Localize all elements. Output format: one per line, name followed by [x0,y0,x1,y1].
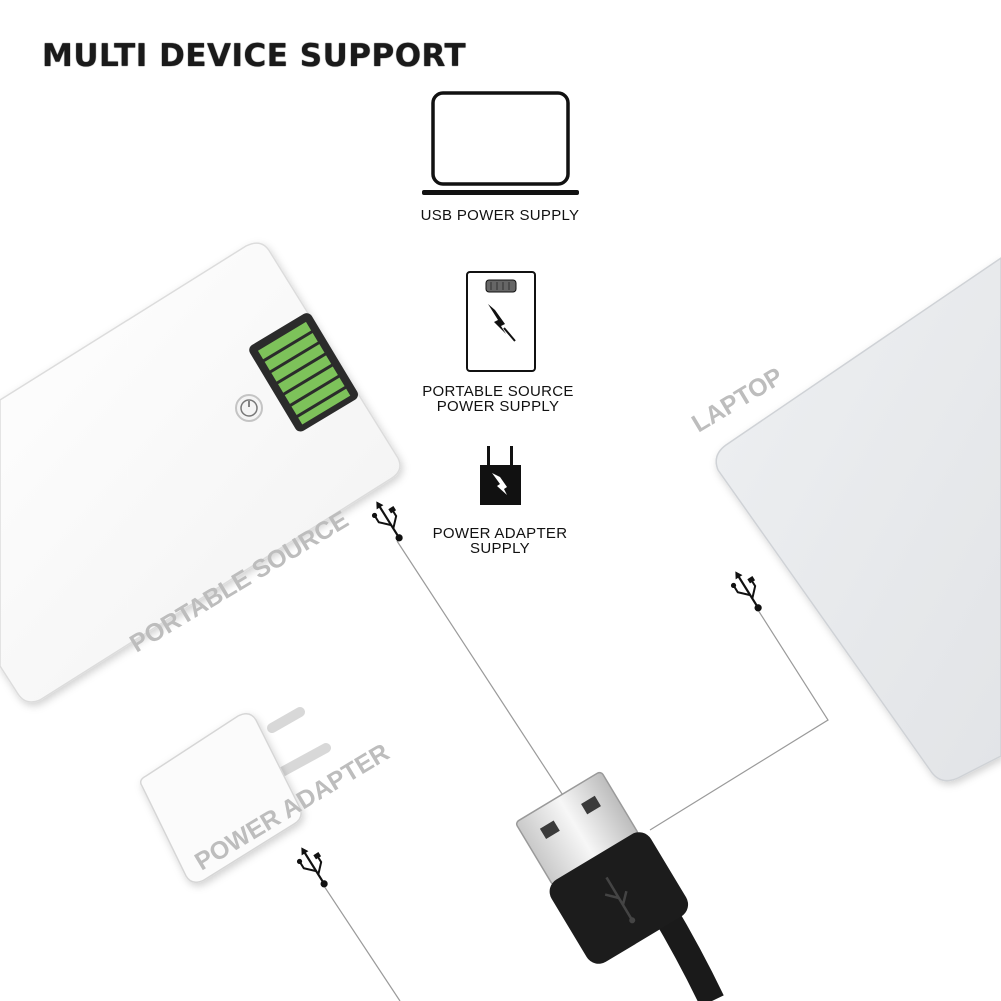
usb-symbol-icon [371,501,403,542]
power-adapter-caption: POWER ADAPTER SUPPLY [380,526,620,556]
usb-power-supply-caption: USB POWER SUPPLY [380,208,620,223]
page-title: MULTI DEVICE SUPPORT [42,38,467,74]
adapter-caption-line1: POWER ADAPTER [432,525,568,542]
usb-symbol-icon [730,571,762,612]
power-button-icon [235,394,263,422]
adapter-caption-line2: SUPPLY [470,540,530,557]
usb-symbol-icon [296,847,328,888]
power-adapter-device [139,707,331,883]
laptop-icon [422,91,579,195]
portable-caption-line1: PORTABLE SOURCE [422,383,574,400]
battery-indicator [249,313,358,432]
portable-source-caption: PORTABLE SOURCE POWER SUPPLY [380,384,616,414]
laptop-device [715,257,1001,782]
usb-power-supply-label: USB POWER SUPPLY [420,207,580,224]
power-bank-icon [466,271,536,372]
usb-plug-icon [515,771,724,1001]
power-bank-device [0,242,401,703]
power-adapter-icon [480,446,521,505]
portable-caption-line2: POWER SUPPLY [436,398,560,415]
connector-lines [323,540,829,1001]
